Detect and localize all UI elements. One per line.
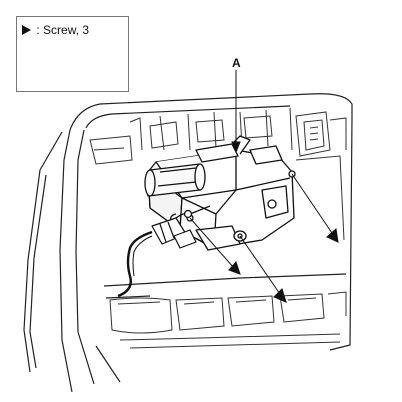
- callout-a-leader: [231, 70, 241, 154]
- legend-box: : Screw, 3: [16, 16, 129, 92]
- screw-pointer-1: [291, 173, 339, 243]
- door-panel-outline: [23, 93, 353, 393]
- legend-screw-label: Screw, 3: [43, 23, 90, 37]
- screw-pointer-3: [239, 235, 287, 303]
- legend-separator: :: [36, 23, 40, 37]
- screw-pointer-2: [189, 217, 241, 275]
- callout-a-label: A: [232, 56, 241, 70]
- wire-harness: [117, 217, 197, 298]
- inner-panel-ribs: [89, 107, 347, 349]
- legend-label: : Screw, 3: [22, 23, 89, 37]
- pointer-triangle-icon: [22, 25, 31, 35]
